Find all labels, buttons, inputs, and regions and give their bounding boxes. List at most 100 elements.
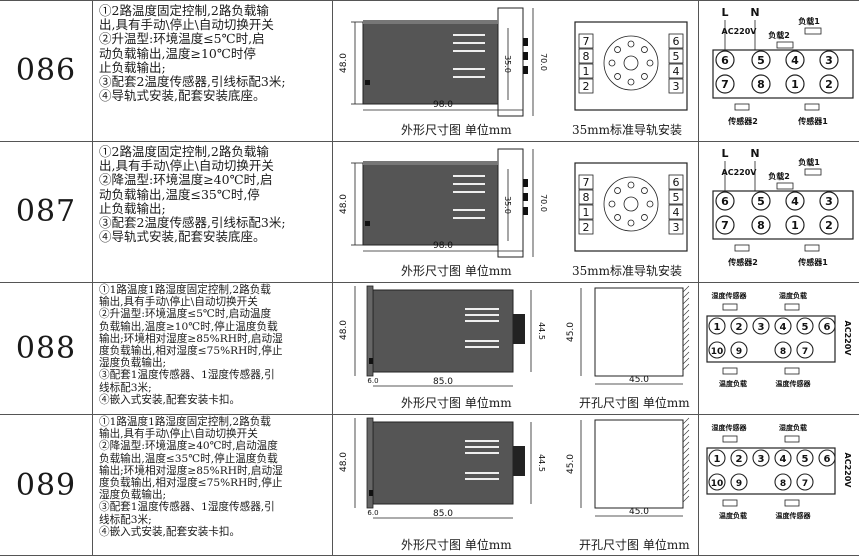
dimension-height: 48.0 xyxy=(339,320,349,340)
terminal-number: 2 xyxy=(736,454,743,465)
terminal-number: 6 xyxy=(824,322,831,333)
terminal-number: 1 xyxy=(791,219,799,232)
description-line: ②降温型:环境温度≥40℃时,启动温度 xyxy=(99,440,278,453)
dimension-width: 85.0 xyxy=(433,377,453,387)
description-line: ①2路温度固定控制,2路负载输 xyxy=(99,144,269,159)
terminal-number: 7 xyxy=(721,219,729,232)
description-line: ④嵌入式安装,配套安装卡扣。 xyxy=(99,393,241,406)
description-line: ①1路温度1路湿度固定控制,2路负载 xyxy=(99,416,271,428)
terminal-number: 7 xyxy=(721,78,729,91)
terminal-number: 3 xyxy=(825,195,833,208)
model-number: 086 xyxy=(0,0,93,141)
terminal-number: 4 xyxy=(791,195,799,208)
socket-pin-label: 5 xyxy=(673,50,680,63)
cutout-height: 45.0 xyxy=(566,322,576,342)
outline-drawing-caption: 外形尺寸图 单位mm xyxy=(401,264,512,278)
model-number: 089 xyxy=(0,414,93,556)
description-line: 湿度负载输出; xyxy=(99,489,167,502)
terminal-number: 1 xyxy=(714,454,721,465)
dimension-front: 6.0 xyxy=(367,377,378,385)
description-line: 负载输出,温度≥10℃时,停止温度负载 xyxy=(99,320,278,333)
terminal-number: 1 xyxy=(714,322,721,333)
outline-drawing: 48.085.06.044.5 xyxy=(339,417,683,519)
humidity-sensor-label: 湿度传感器 xyxy=(712,423,748,432)
description-line: 度负载输出,相对湿度≤75%RH时,停止 xyxy=(99,477,283,490)
description-line: ①1路温度1路湿度固定控制,2路负载 xyxy=(99,284,271,296)
socket-pin-label: 2 xyxy=(583,221,590,234)
row-divider xyxy=(0,414,859,415)
dimension-height: 48.0 xyxy=(339,452,349,472)
terminal-number: 3 xyxy=(758,454,765,465)
description-line: ②降温型:环境温度≥40℃时,启 xyxy=(99,172,273,188)
sensor1-label: 传感器1 xyxy=(797,116,828,126)
terminal-number: 8 xyxy=(780,479,786,489)
cutout-width: 45.0 xyxy=(629,507,649,517)
terminal-number: 9 xyxy=(736,479,742,489)
mounting-drawing-caption: 开孔尺寸图 单位mm xyxy=(579,396,690,410)
neutral-terminal-label: N xyxy=(750,147,759,160)
dimension-height: 48.0 xyxy=(339,194,349,214)
temperature-load-label: 温度负载 xyxy=(719,511,747,520)
dimension-width: 98.0 xyxy=(433,100,453,110)
socket-pin-label: 7 xyxy=(583,35,590,48)
socket-pin-label: 6 xyxy=(673,176,680,189)
terminal-number: 7 xyxy=(802,347,808,357)
temperature-sensor-label: 温度传感器 xyxy=(776,511,812,520)
description-line: 输出,具有手动\停止\自动切换开关 xyxy=(99,296,258,309)
load1-label: 负载1 xyxy=(798,157,820,167)
dimension-height: 48.0 xyxy=(339,53,349,73)
load2-label: 负载2 xyxy=(768,30,790,40)
description-line: 输出;环境相对湿度≥85%RH时,启动湿 xyxy=(99,464,283,477)
mounting-drawing-caption: 开孔尺寸图 单位mm xyxy=(579,538,690,552)
socket-pin-label: 4 xyxy=(673,65,680,78)
dimension-depth: 70.0 xyxy=(539,53,548,71)
terminal-number: 2 xyxy=(825,219,833,232)
description-line: ②升温型:环境温度≤5℃时,启 xyxy=(99,31,265,47)
terminal-number: 8 xyxy=(757,78,765,91)
row-divider xyxy=(0,141,859,142)
description-line: 输出,具有手动\停止\自动切换开关 xyxy=(99,428,258,441)
terminal-number: 4 xyxy=(791,54,799,67)
description-line: 出,具有手动\停止\自动切换开关 xyxy=(99,158,274,174)
terminal-number: 4 xyxy=(780,322,787,333)
dimension-front: 6.0 xyxy=(367,509,378,517)
load1-label: 负载1 xyxy=(798,16,820,26)
description-line: ②升温型:环境温度≤5℃时,启动温度 xyxy=(99,308,272,321)
temperature-sensor-label: 温度传感器 xyxy=(776,379,812,388)
socket-pin-label: 4 xyxy=(673,206,680,219)
mounting-drawing-caption: 35mm标准导轨安装 xyxy=(572,264,683,278)
socket-pin-label: 2 xyxy=(583,80,590,93)
description-line: ④导轨式安装,配套安装底座。 xyxy=(99,88,266,104)
description-line: 线标配3米; xyxy=(99,381,152,394)
terminal-number: 7 xyxy=(802,479,808,489)
mounting-drawing-caption: 35mm标准导轨安装 xyxy=(572,123,683,137)
terminal-number: 5 xyxy=(757,195,765,208)
sensor2-label: 传感器2 xyxy=(727,116,758,126)
description-line: 止负载输出; xyxy=(99,200,166,216)
outline-drawing-caption: 外形尺寸图 单位mm xyxy=(401,396,512,410)
socket-pin-label: 3 xyxy=(673,80,680,93)
socket-pin-label: 3 xyxy=(673,221,680,234)
row-divider xyxy=(0,0,859,1)
terminal-number: 8 xyxy=(780,347,786,357)
description-line: 线标配3米; xyxy=(99,513,152,526)
socket-pin-label: 8 xyxy=(583,191,590,204)
dimension-depth: 70.0 xyxy=(539,194,548,212)
description-line: 止负载输出; xyxy=(99,59,166,75)
description-line: ①2路温度固定控制,2路负载输 xyxy=(99,3,269,18)
terminal-number: 5 xyxy=(802,322,809,333)
socket-pin-label: 8 xyxy=(583,50,590,63)
